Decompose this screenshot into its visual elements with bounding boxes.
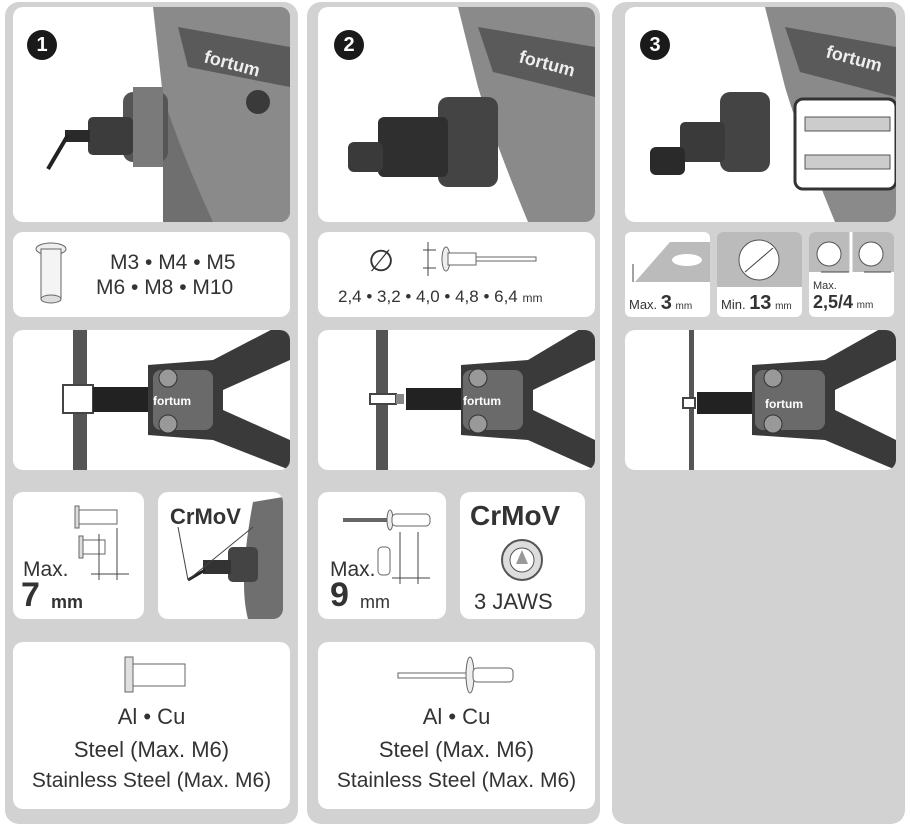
step-3-gap-card: Max. 2,5/4 mm — [809, 232, 894, 317]
step-1-nut-sizes-line2: M6 • M8 • M10 — [96, 276, 234, 299]
step-3-riveter-image: fortum — [625, 330, 896, 470]
rivet-nut-icon — [35, 242, 67, 304]
step-3-badge: 3 — [640, 30, 670, 60]
step-3-panel: fortum 3 Max. 3 mm Min. 13 — [612, 2, 905, 824]
step-3-hole-min-value: 13 — [749, 292, 772, 314]
step-1-max-label: Max. — [23, 558, 69, 581]
step-3-tool-image: fortum — [625, 7, 896, 222]
step-2-jaws-label: 3 JAWS — [474, 589, 553, 614]
step-2-riveter-brand: fortum — [463, 394, 501, 408]
step-2-panel: fortum 2 ∅ 2,4 • 3,2 • 4,0 • 4,8 • 6,4 m… — [307, 2, 600, 824]
step-2-material-line3: Stainless Steel (Max. M6) — [336, 769, 577, 792]
step-2-riveter-image: fortum — [318, 330, 595, 470]
step-3-sheet-thickness-card: Max. 3 mm — [625, 232, 710, 317]
step-3-riveter-brand: fortum — [765, 397, 803, 411]
step-1-riveter-brand: fortum — [153, 394, 191, 408]
step-1-crmov-label: CrMoV — [170, 504, 241, 529]
step-2-max-value: 9 — [330, 576, 349, 614]
step-2-rivet-sizes: 2,4 • 3,2 • 4,0 • 4,8 • 6,4 mm — [338, 287, 543, 307]
step-2-tool-image: fortum — [318, 7, 595, 222]
step-1-riveter-image: fortum — [13, 330, 290, 470]
step-3-hole-min-unit: mm — [775, 301, 792, 312]
step-3-gap: 2,5/4 mm — [813, 292, 873, 313]
step-1-material-line3: Stainless Steel (Max. M6) — [31, 769, 272, 792]
step-2-material-line2: Steel (Max. M6) — [378, 737, 535, 762]
step-3-sheet-max-value: 3 — [660, 292, 672, 314]
step-3-sheet-max-label: Max. — [629, 297, 658, 312]
step-3-sheet-max-unit: mm — [675, 301, 693, 312]
step-3-hole-min-label: Min. — [721, 297, 746, 312]
step-1-badge: 1 — [27, 30, 57, 60]
step-1-material-line2: Steel (Max. M6) — [73, 737, 230, 762]
step-3-gap-max-unit: mm — [856, 300, 874, 311]
step-3-sheet-thickness: Max. 3 mm — [629, 292, 692, 315]
blind-rivet-side-icon — [397, 656, 514, 694]
step-2-crmov-jaws-card: CrMoV 3 JAWS — [460, 492, 585, 619]
step-1-panel: fortum 1 M3 • M4 • M5 M6 • M8 • M10 — [5, 2, 298, 824]
step-3-gap-max-label: Max. — [813, 280, 837, 292]
step-1-max-unit: mm — [51, 592, 84, 612]
step-2-materials-card: Al • Cu Steel (Max. M6) Stainless Steel … — [318, 642, 595, 809]
step-2-max-unit: mm — [360, 592, 390, 612]
step-1-nut-sizes-card: M3 • M4 • M5 M6 • M8 • M10 — [13, 232, 290, 317]
step-2-max-thickness-card: Max. 9 mm — [318, 492, 446, 619]
step-2-badge: 2 — [334, 30, 364, 60]
rivet-nut-side-icon — [124, 656, 186, 693]
diameter-icon: ∅ — [368, 245, 395, 278]
blind-rivet-icon — [423, 242, 537, 276]
step-1-material-line1: Al • Cu — [117, 704, 186, 729]
step-2-material-line1: Al • Cu — [422, 704, 491, 729]
step-1-tool-image: fortum — [13, 7, 290, 222]
step-3-hole-diameter-card: Min. 13 mm — [717, 232, 802, 317]
three-jaws-icon — [501, 539, 543, 581]
step-1-max-thickness-card: Max. 7 mm — [13, 492, 144, 619]
step-1-max-value: 7 — [21, 576, 40, 614]
step-2-max-label: Max. — [330, 558, 376, 581]
step-1-crmov-card: CrMoV — [158, 492, 283, 619]
step-2-rivet-sizes-values: 2,4 • 3,2 • 4,0 • 4,8 • 6,4 — [338, 287, 518, 306]
step-2-crmov-label: CrMoV — [470, 500, 561, 531]
step-1-nut-sizes-line1: M3 • M4 • M5 — [110, 251, 236, 274]
step-2-rivet-sizes-unit: mm — [522, 291, 543, 305]
step-1-materials-card: Al • Cu Steel (Max. M6) Stainless Steel … — [13, 642, 290, 809]
step-3-hole-diameter: Min. 13 mm — [721, 292, 792, 315]
step-2-rivet-sizes-card: ∅ 2,4 • 3,2 • 4,0 • 4,8 • 6,4 mm — [318, 232, 595, 317]
step-3-gap-max-value: 2,5/4 — [813, 292, 854, 312]
